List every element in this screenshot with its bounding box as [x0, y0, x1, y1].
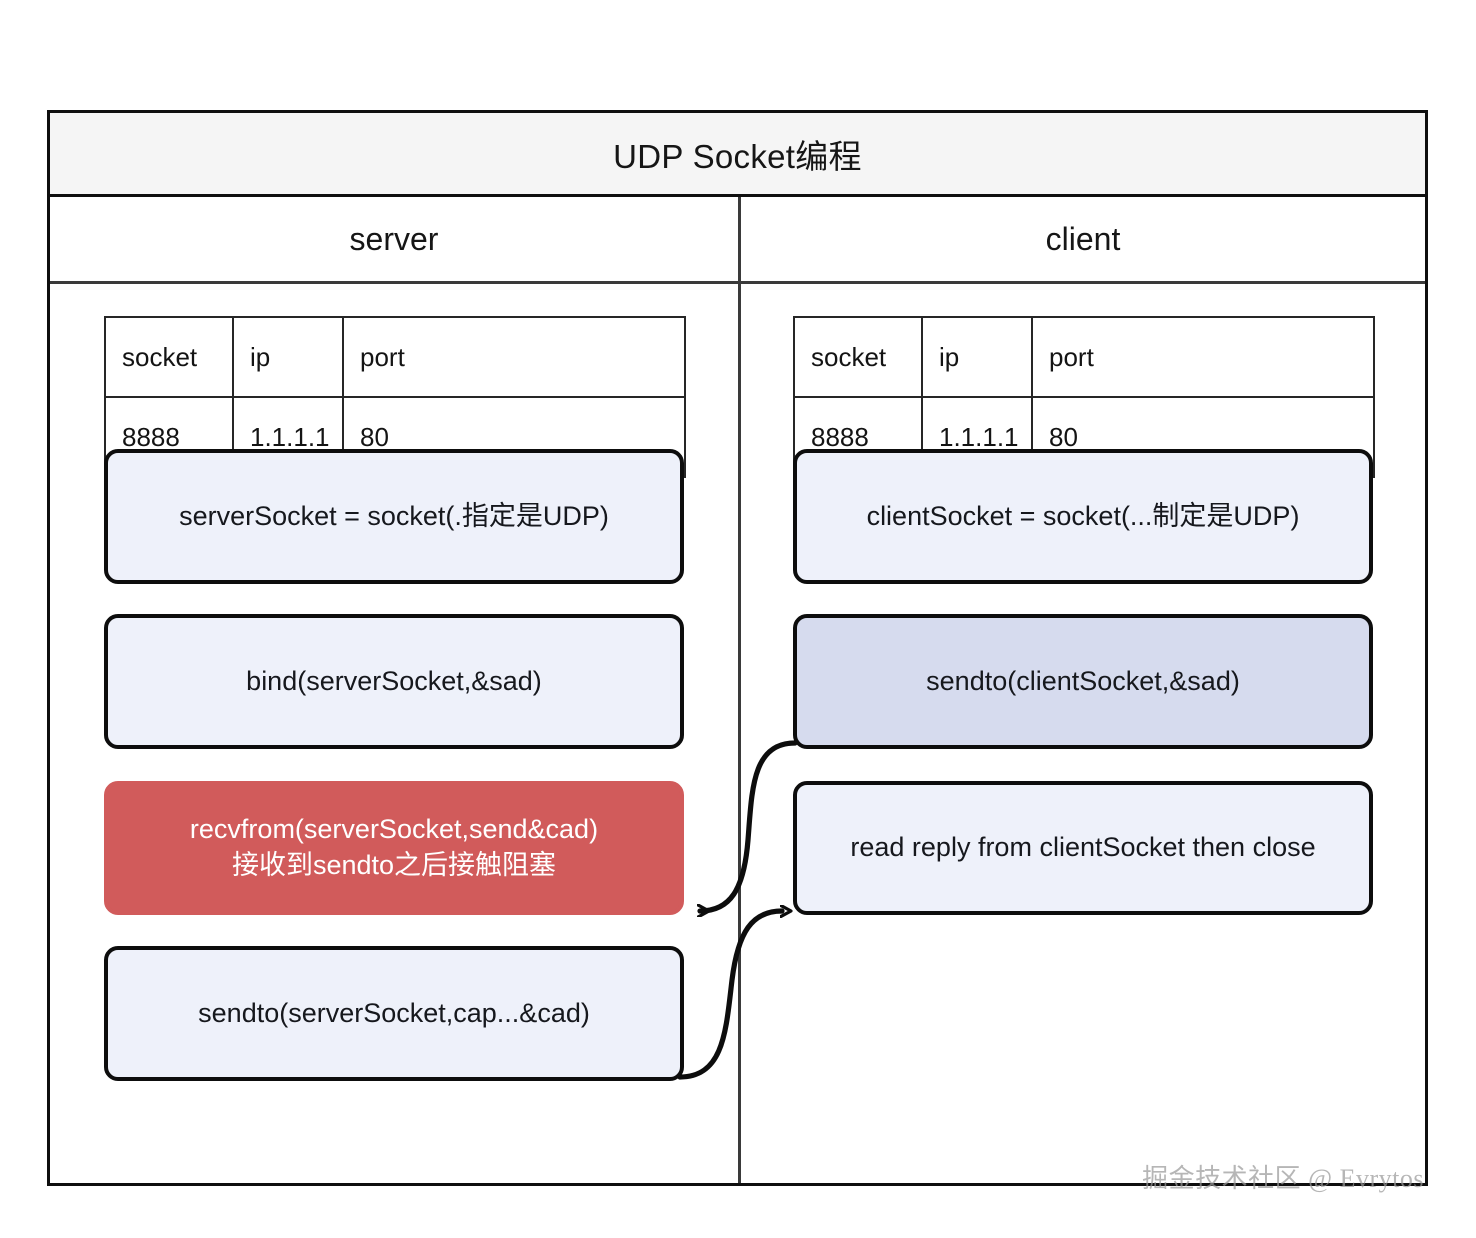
client-step-create-socket-label: clientSocket = socket(...制定是UDP) — [866, 500, 1300, 531]
server-table-header-socket: socket — [104, 316, 234, 398]
server-step-sendto[interactable]: sendto(serverSocket,cap...&cad) — [104, 946, 684, 1081]
server-table-header-port: port — [342, 316, 686, 398]
column-header-row: server client — [50, 197, 1425, 284]
client-step-create-socket[interactable]: clientSocket = socket(...制定是UDP) — [793, 449, 1373, 584]
client-table-header-port: port — [1031, 316, 1375, 398]
client-column: socket ip port 8888 1.1.1.1 80 clientSoc… — [738, 284, 1425, 1183]
table-row: socket ip port — [793, 316, 1375, 398]
server-info-table: socket ip port 8888 1.1.1.1 80 — [104, 316, 686, 478]
server-table-header-ip: ip — [232, 316, 344, 398]
diagram-body: socket ip port 8888 1.1.1.1 80 serverSoc… — [50, 284, 1425, 1183]
server-step-bind[interactable]: bind(serverSocket,&sad) — [104, 614, 684, 749]
watermark: 掘金技术社区 @ Evrytos — [1142, 1164, 1424, 1193]
client-table-header-socket: socket — [793, 316, 923, 398]
column-header-client: client — [738, 197, 1425, 281]
server-step-sendto-label: sendto(serverSocket,cap...&cad) — [198, 997, 590, 1028]
client-step-sendto[interactable]: sendto(clientSocket,&sad) — [793, 614, 1373, 749]
client-step-sendto-label: sendto(clientSocket,&sad) — [926, 665, 1240, 696]
server-column: socket ip port 8888 1.1.1.1 80 serverSoc… — [50, 284, 738, 1183]
column-header-server: server — [349, 220, 439, 257]
server-step-create-socket-label: serverSocket = socket(.指定是UDP) — [179, 500, 609, 531]
server-step-create-socket[interactable]: serverSocket = socket(.指定是UDP) — [104, 449, 684, 584]
table-row: socket ip port — [104, 316, 686, 398]
diagram-frame: UDP Socket编程 server client socket ip por… — [47, 110, 1428, 1186]
server-step-bind-label: bind(serverSocket,&sad) — [246, 665, 542, 696]
client-step-read-reply[interactable]: read reply from clientSocket then close — [793, 781, 1373, 915]
diagram-title: UDP Socket编程 — [613, 137, 862, 175]
client-step-read-reply-label: read reply from clientSocket then close — [850, 832, 1316, 863]
server-step-recvfrom-note: 接收到sendto之后接触阻塞 — [231, 850, 557, 880]
server-step-recvfrom-label: recvfrom(serverSocket,send&cad) — [189, 814, 599, 845]
client-table-header-ip: ip — [921, 316, 1033, 398]
diagram-title-band: UDP Socket编程 — [50, 113, 1425, 197]
server-step-recvfrom[interactable]: recvfrom(serverSocket,send&cad) 接收到sendt… — [104, 781, 684, 915]
